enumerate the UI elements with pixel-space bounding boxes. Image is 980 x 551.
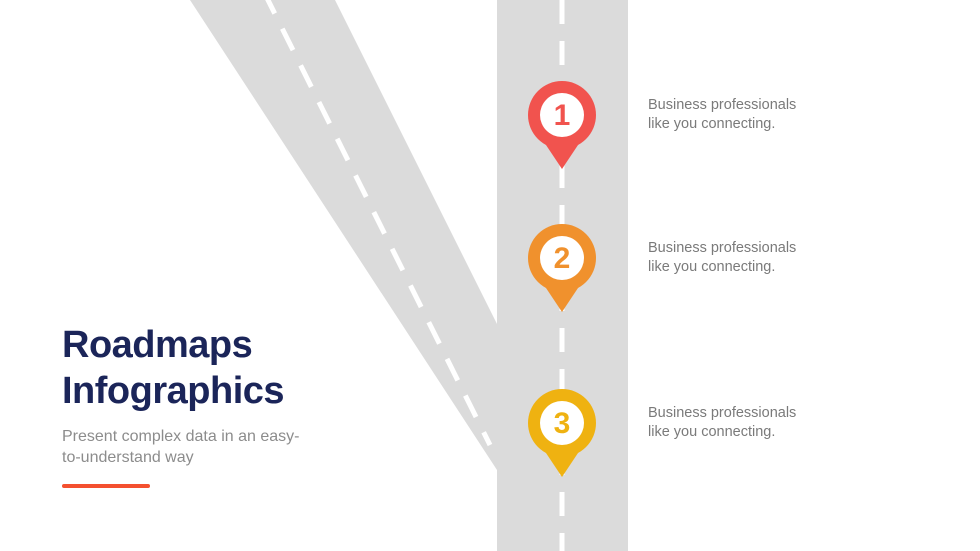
item-text: Business professionals like you connecti… — [648, 240, 797, 276]
pin-inner-circle — [540, 93, 584, 137]
map-pin-icon: 3 — [528, 389, 596, 477]
pin-inner-circle — [540, 236, 584, 280]
item-text: Business professionals like you connecti… — [648, 97, 797, 133]
intro-block: Roadmaps Infographics Present complex da… — [62, 322, 362, 489]
pin-tail — [538, 441, 586, 477]
item-text: Business professionals like you connecti… — [648, 405, 797, 441]
diagonal-road — [190, 0, 540, 470]
roadmap-item-2: 2 Business professionals like you connec… — [524, 222, 820, 314]
pin-number: 1 — [554, 99, 571, 132]
pin-number: 3 — [554, 407, 571, 440]
map-pin-icon: 1 — [528, 81, 596, 169]
diagonal-road-centerline — [265, 0, 493, 447]
page-title: Roadmaps Infographics — [62, 324, 285, 413]
page-subtitle: Present complex data in an easy-to-under… — [62, 427, 300, 466]
pin-tail — [538, 133, 586, 169]
pin-number: 2 — [554, 242, 571, 275]
roadmap-item-1: 1 Business professionals like you connec… — [524, 79, 820, 171]
accent-line — [62, 484, 150, 489]
pin-inner-circle — [540, 401, 584, 445]
pin-tail — [538, 276, 586, 312]
map-pin-icon: 2 — [528, 224, 596, 312]
roadmap-item-3: 3 Business professionals like you connec… — [524, 387, 820, 479]
